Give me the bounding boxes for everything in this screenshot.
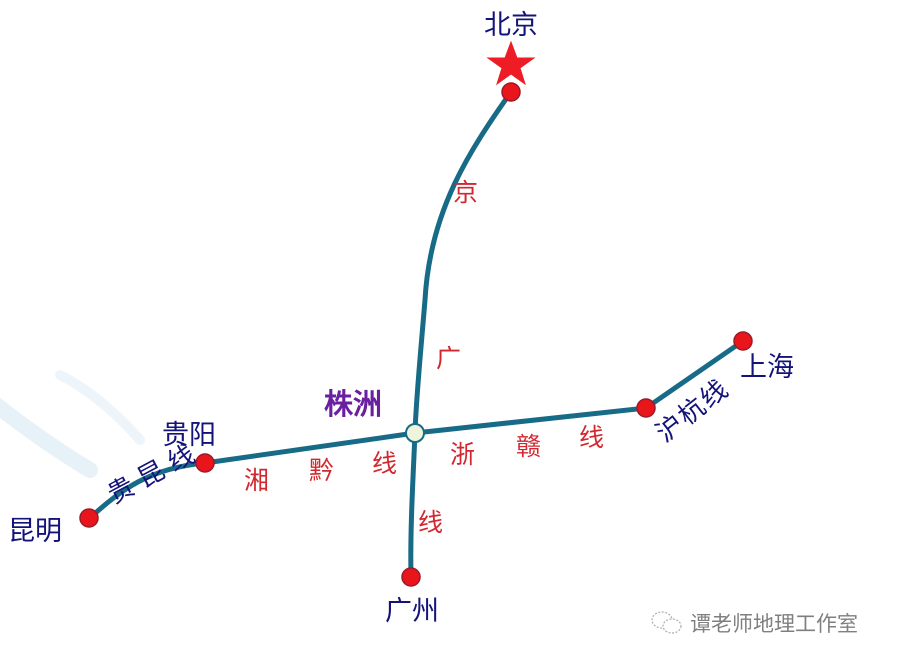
station-zhuzhou-hub bbox=[405, 423, 425, 443]
city-label-kunming: 昆明 bbox=[8, 516, 62, 547]
railway-jingguang bbox=[408, 89, 514, 580]
station-shanghai bbox=[733, 331, 753, 351]
line-label-xiangqian-2: 黔 bbox=[309, 456, 335, 485]
line-label-zhegan-3: 线 bbox=[579, 423, 605, 452]
line-label-jingguang-3: 线 bbox=[418, 508, 444, 537]
line-label-jingguang-2: 广 bbox=[436, 344, 462, 373]
line-label-zhegan-2: 赣 bbox=[516, 432, 542, 461]
line-label-xiangqian-3: 线 bbox=[372, 449, 398, 478]
railway-xiangqian bbox=[202, 430, 418, 466]
background-swirl bbox=[0, 370, 145, 478]
station-hangzhou bbox=[636, 398, 656, 418]
watermark-text: 谭老师地理工作室 bbox=[690, 612, 858, 636]
line-label-zhegan-1: 浙 bbox=[450, 440, 476, 469]
station-guangzhou bbox=[401, 567, 421, 587]
city-label-guiyang: 贵阳 bbox=[162, 420, 216, 451]
star-icon bbox=[486, 40, 536, 86]
line-label-xiangqian-1: 湘 bbox=[244, 466, 270, 495]
wechat-icon bbox=[651, 611, 682, 634]
watermark: 谭老师地理工作室 bbox=[650, 608, 858, 638]
railway-guikun bbox=[87, 460, 208, 521]
railway-zhegan bbox=[412, 405, 649, 436]
station-guiyang bbox=[195, 453, 215, 473]
city-label-guangzhou: 广州 bbox=[385, 596, 439, 627]
city-label-shanghai: 上海 bbox=[740, 352, 794, 383]
city-label-zhuzhou: 株洲 bbox=[324, 387, 383, 421]
city-label-beijing: 北京 bbox=[484, 10, 538, 41]
station-kunming bbox=[79, 508, 99, 528]
line-label-jingguang-1: 京 bbox=[453, 178, 479, 207]
railway-huhang bbox=[643, 338, 746, 411]
station-beijing bbox=[501, 82, 521, 102]
